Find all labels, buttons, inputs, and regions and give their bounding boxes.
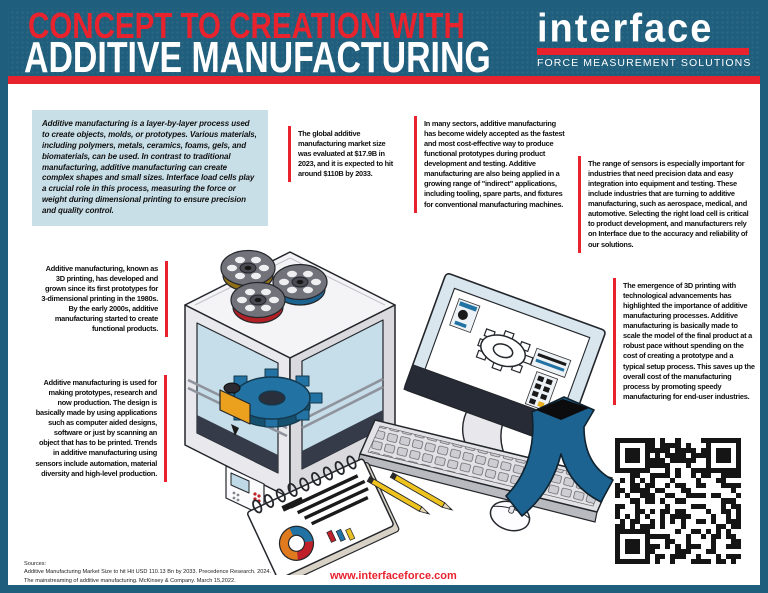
page-title-line2: ADDITIVE MANUFACTURING [24,33,491,82]
fact-sensors: The range of sensors is especially impor… [578,156,756,253]
logo-red-bar [537,48,749,56]
fact-market-size: The global additive manufacturing market… [288,126,397,183]
printed-handle [505,396,614,517]
fact-prototyping: Additive manufacturing is used for makin… [33,375,167,482]
logo-tagline: FORCE MEASUREMENT SOLUTIONS [537,57,752,70]
cad-toolbar-right [524,347,572,412]
sources: Sources: Additive Manufacturing Market S… [24,560,271,585]
intro-paragraph: Additive manufacturing is a layer-by-lay… [32,110,268,226]
pencil [366,476,431,515]
sources-label: Sources: [24,561,47,567]
source-line: The mainstreaming of additive manufactur… [24,577,236,584]
filament-spool-red [230,281,286,324]
cad-gear-icon [475,328,534,374]
print-head [219,382,251,436]
notepad-pie-chart [278,525,315,561]
notepad [247,455,400,575]
illustration [184,249,614,575]
cad-toolbar-left [449,298,481,333]
spiral-binding [252,455,357,514]
control-panel [225,465,265,517]
fact-emergence: The emergence of 3D printing with techno… [613,278,756,405]
website-link[interactable]: www.interfaceforce.com [330,570,457,582]
notepad-legend [326,527,356,543]
qr-code [615,438,741,564]
fact-sectors: In many sectors, additive manufacturing … [414,116,565,213]
logo-wordmark: interface [537,6,714,51]
fact-history: Additive manufacturing, known as 3D prin… [40,261,168,338]
page-title-line1: CONCEPT TO CREATION WITH [28,5,465,46]
filament-spool-blue [272,263,328,306]
interface-logo: interface FORCE MEASUREMENT SOLUTIONS [537,6,752,70]
notepad-text-lines [281,474,369,526]
pencil [389,472,454,511]
header: CONCEPT TO CREATION WITH ADDITIVE MANUFA… [0,0,768,80]
source-line: Additive Manufacturing Market Size to hi… [24,569,272,576]
header-divider [0,76,768,84]
